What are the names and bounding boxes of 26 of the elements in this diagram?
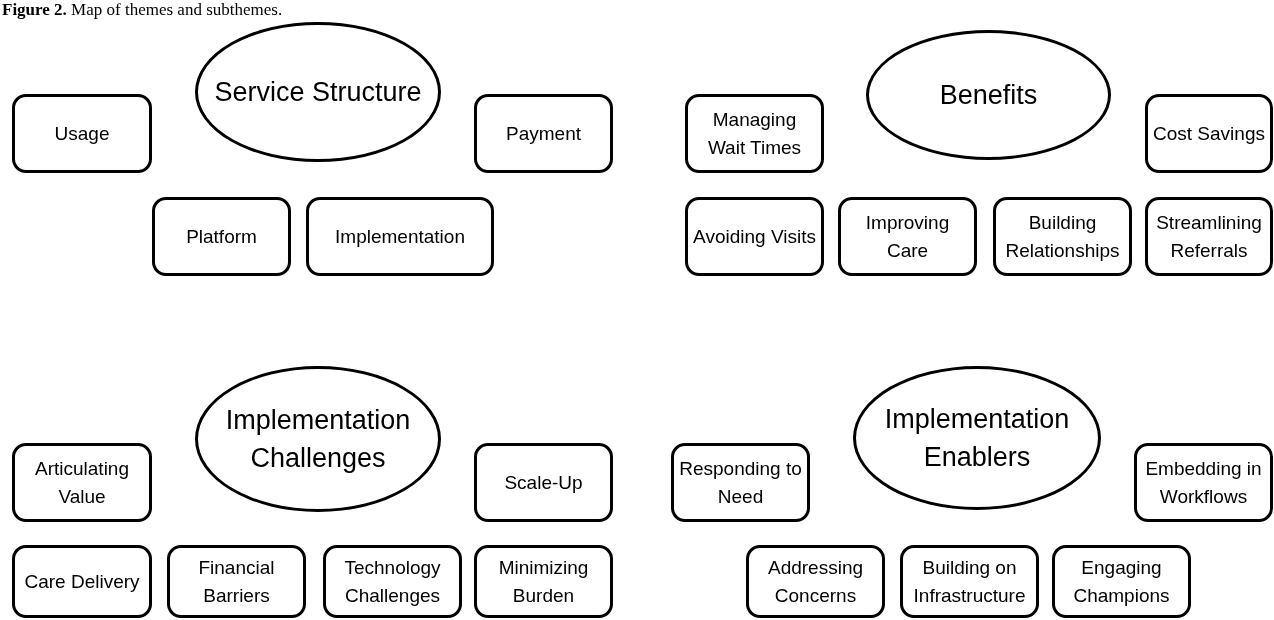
theme-ellipse: Implementation Challenges [195,366,441,512]
subtheme-box: Minimizing Burden [474,545,613,618]
subtheme-box: Scale-Up [474,443,613,522]
subtheme-box: Embedding in Workflows [1134,443,1273,522]
subtheme-box: Care Delivery [12,545,152,618]
subtheme-box: Platform [152,197,291,276]
subtheme-box: Addressing Concerns [746,545,885,618]
subtheme-box: Articulating Value [12,443,152,522]
subtheme-box: Avoiding Visits [685,197,824,276]
subtheme-box: Building Relationships [993,197,1132,276]
subtheme-box: Implementation [306,197,494,276]
subtheme-box: Usage [12,94,152,173]
subtheme-box: Payment [474,94,613,173]
subtheme-box: Improving Care [838,197,977,276]
subtheme-box: Financial Barriers [167,545,306,618]
subtheme-box: Technology Challenges [323,545,462,618]
theme-ellipse: Implementation Enablers [853,366,1101,510]
figure-title: Figure 2. Map of themes and subthemes. [2,0,283,20]
subtheme-box: Managing Wait Times [685,94,824,173]
subtheme-box: Streamlining Referrals [1145,197,1273,276]
subtheme-box: Building on Infrastructure [900,545,1039,618]
theme-ellipse: Service Structure [195,22,441,162]
subtheme-box: Responding to Need [671,443,810,522]
subtheme-box: Engaging Champions [1052,545,1191,618]
theme-ellipse: Benefits [866,30,1111,160]
subtheme-box: Cost Savings [1145,94,1273,173]
